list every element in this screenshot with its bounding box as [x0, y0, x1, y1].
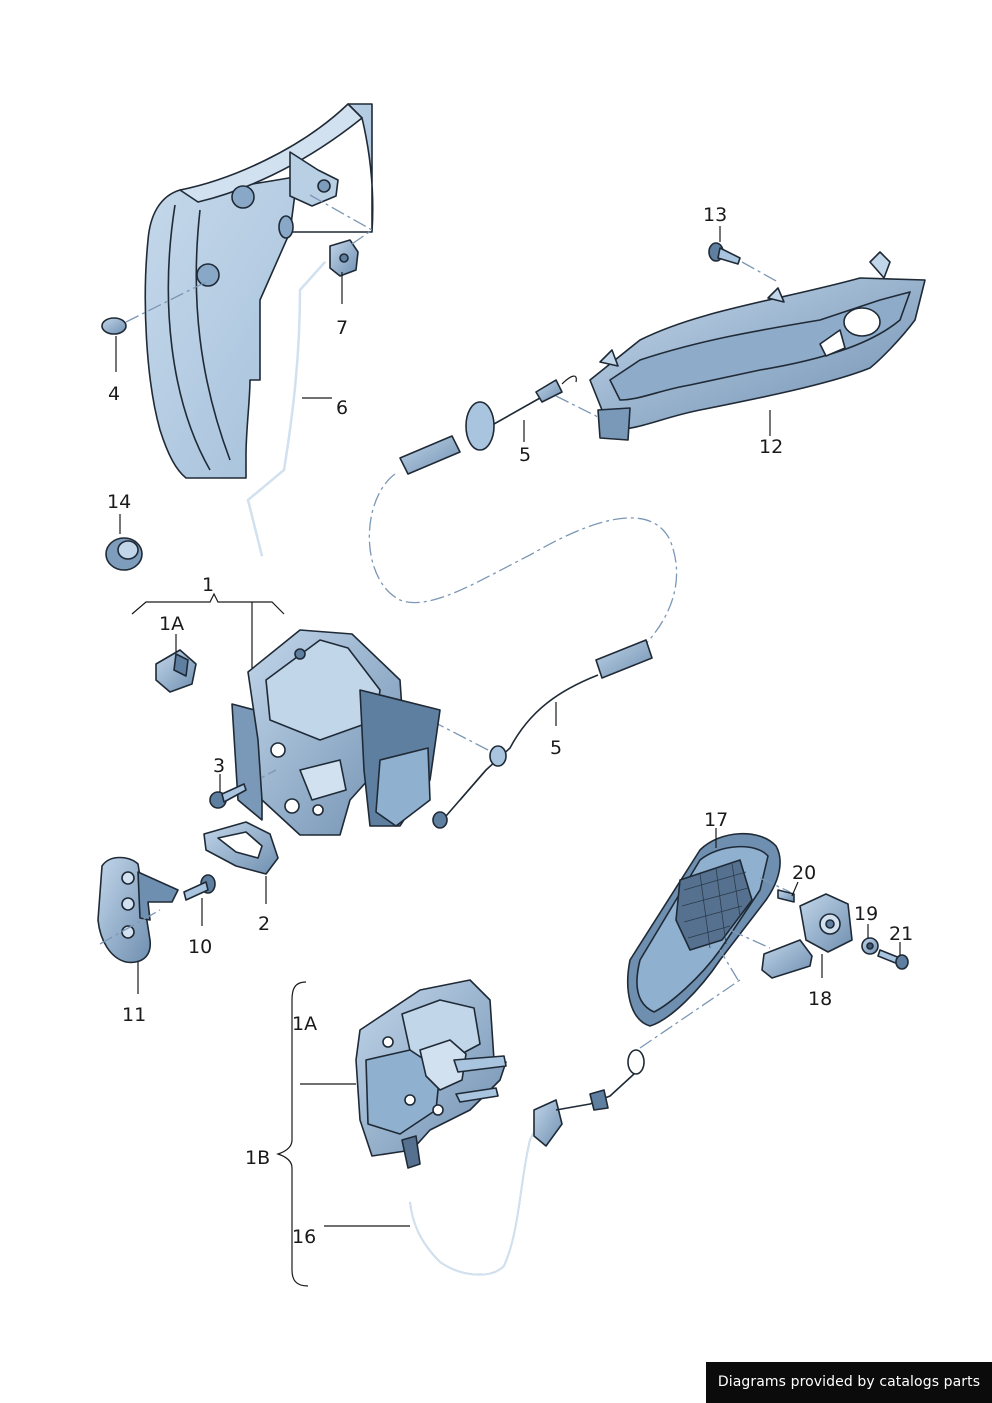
part-6-rod [246, 261, 326, 557]
part-2-seal [203, 821, 279, 875]
label-17: 17 [704, 809, 728, 831]
part-16-cable [409, 949, 741, 1276]
part-labels: 13 7 4 6 12 5 14 1 1A 5 3 17 20 19 2 21 … [107, 204, 913, 1248]
part-12-inner-handle [589, 251, 926, 441]
label-3: 3 [213, 755, 225, 777]
leader-lines [115, 226, 901, 1287]
part-14-grommet [105, 537, 143, 571]
part-19-nut [861, 937, 879, 955]
label-21: 21 [889, 923, 913, 945]
label-13: 13 [703, 204, 727, 226]
label-12: 12 [759, 436, 783, 458]
credit-banner: Diagrams provided by catalogs parts [706, 1362, 992, 1403]
part-7-clip [309, 194, 373, 277]
part-3-screw [209, 769, 277, 809]
part-1a-1b-lower-lock [355, 979, 507, 1169]
label-5-lower: 5 [550, 737, 562, 759]
cable-loop-dashed [368, 473, 678, 651]
label-5-upper: 5 [519, 444, 531, 466]
label-18: 18 [808, 988, 832, 1010]
label-1a-top: 1A [159, 613, 184, 635]
part-1a-connector-top [155, 649, 197, 693]
part-5-cable-lower [429, 639, 653, 829]
label-10: 10 [188, 936, 212, 958]
label-4: 4 [108, 383, 120, 405]
part-5-cable-upper [399, 375, 601, 475]
part-20-pin [777, 889, 795, 903]
part-1-door-lock [231, 629, 441, 836]
part-17-cover-panel [627, 832, 791, 1027]
label-1a-bottom: 1A [292, 1013, 317, 1035]
label-16: 16 [292, 1226, 316, 1248]
label-19: 19 [854, 903, 878, 925]
label-20: 20 [792, 862, 816, 884]
label-7: 7 [336, 317, 348, 339]
part-10-screw [183, 874, 216, 901]
label-1b: 1B [245, 1147, 270, 1169]
label-1: 1 [202, 574, 214, 596]
part-11-striker [97, 856, 179, 964]
label-6: 6 [336, 397, 348, 419]
label-2: 2 [258, 913, 270, 935]
label-11: 11 [122, 1004, 146, 1026]
part-21-screw [877, 949, 909, 970]
part-13-screw [708, 242, 779, 283]
part-4-plug [101, 279, 211, 335]
door-inner-panel [144, 103, 374, 479]
part-18-motor [761, 893, 853, 979]
label-14: 14 [107, 491, 131, 513]
